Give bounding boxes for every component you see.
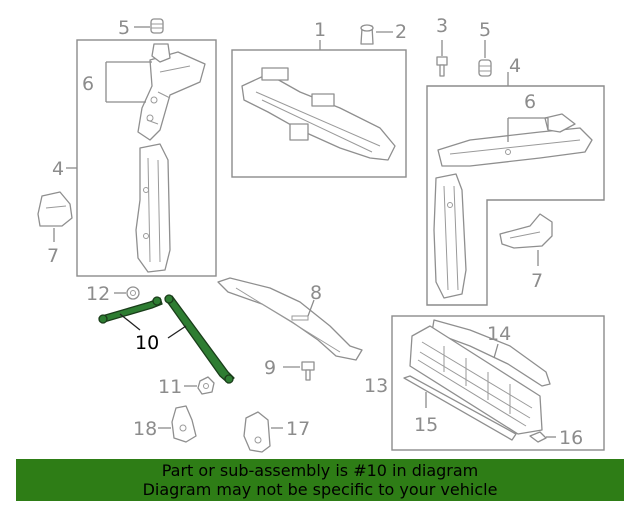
bolt-9 [301, 361, 315, 381]
bracket-7-right [499, 213, 553, 249]
callout-1: 1 [314, 19, 326, 41]
callout-2: 2 [395, 21, 407, 43]
leader-14 [493, 343, 499, 359]
clip-16 [529, 431, 547, 443]
bumper-2 [360, 24, 374, 45]
right-support-frame [426, 85, 605, 306]
callout-7a: 7 [47, 245, 59, 267]
callout-16: 16 [559, 427, 583, 449]
callout-6b: 6 [524, 91, 536, 113]
callout-8: 8 [310, 282, 322, 304]
leader-10b [167, 325, 187, 339]
banner-line-2: Diagram may not be specific to your vehi… [142, 480, 498, 499]
retainer-5-left [150, 18, 164, 34]
right-support-vertical-member [433, 173, 467, 299]
center-support-frame [231, 49, 407, 178]
callout-3: 3 [436, 15, 448, 37]
callout-5a: 5 [118, 17, 130, 39]
callout-7b: 7 [531, 270, 543, 292]
callout-4b: 4 [509, 55, 521, 77]
callout-4a: 4 [52, 158, 64, 180]
upper-tie-bar-1 [241, 67, 396, 161]
right-support-upper-bracket [437, 113, 593, 167]
callout-13: 13 [364, 375, 388, 397]
callout-18: 18 [133, 418, 157, 440]
bracket-17 [243, 411, 271, 453]
callout-17: 17 [286, 418, 310, 440]
lower-tie-bar-8 [217, 277, 363, 361]
strip-15 [403, 375, 517, 441]
callout-14: 14 [487, 323, 511, 345]
callout-10: 10 [135, 332, 159, 354]
callout-12: 12 [86, 283, 110, 305]
callout-5b: 5 [479, 19, 491, 41]
retainer-5-right [478, 59, 492, 77]
callout-9: 9 [264, 357, 276, 379]
callout-6a: 6 [82, 73, 94, 95]
leader-8 [307, 299, 315, 317]
nut-11 [197, 376, 215, 395]
grille-shutter-13 [409, 325, 543, 435]
leader-10a [119, 313, 141, 331]
bolt-12 [126, 286, 140, 300]
callout-15: 15 [414, 414, 438, 436]
bolt-3 [436, 56, 448, 77]
support-rod-10 [98, 294, 235, 384]
callout-11: 11 [158, 376, 182, 398]
left-support-frame [76, 39, 217, 277]
banner-line-1: Part or sub-assembly is #10 in diagram [161, 461, 479, 480]
bracket-18 [171, 405, 197, 443]
left-support-vertical-member [135, 143, 171, 273]
left-support-upper-bracket [137, 43, 206, 141]
shutter-assembly-frame [391, 315, 605, 451]
bracket-7-left [37, 191, 73, 227]
info-banner: Part or sub-assembly is #10 in diagram D… [16, 459, 624, 501]
